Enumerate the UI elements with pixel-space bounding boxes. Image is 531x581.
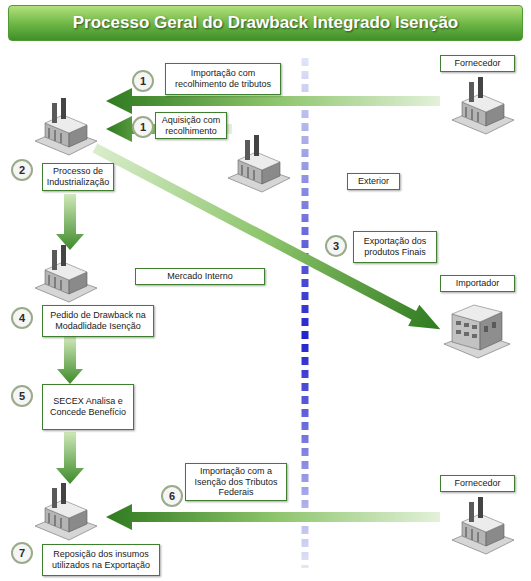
flow-arrow (57, 337, 83, 384)
building-window (472, 334, 477, 338)
process-box: Exterior (347, 173, 400, 190)
building-window (492, 322, 496, 328)
callout-circle (12, 160, 32, 180)
process-box: Importador (440, 275, 515, 292)
box-text: Exportação dos produtos Finais (357, 236, 433, 257)
box-text: Fornecedor (454, 478, 500, 489)
box-text: Fornecedor (454, 58, 500, 69)
box-text: Importador (456, 278, 500, 289)
building-window (464, 332, 469, 336)
process-box: Pedido de Drawback na Modadlidade Isençã… (42, 305, 154, 337)
building-window (464, 323, 469, 327)
process-box: SECEX Analisa e Concede Benefício (42, 384, 134, 430)
callout-number: 5 (12, 386, 32, 406)
callout-number: 2 (12, 160, 32, 180)
supplier-icon (228, 135, 290, 192)
callout-number: 1 (133, 117, 153, 137)
factory-icon (35, 98, 97, 155)
process-box: Reposição dos insumos utilizados na Expo… (42, 544, 160, 576)
supplier-icon (452, 77, 514, 134)
flow-arrow (56, 432, 84, 484)
building-window (472, 325, 477, 329)
flow-arrow (56, 194, 84, 250)
box-text: Exterior (358, 176, 389, 187)
process-box: Fornecedor (440, 55, 515, 72)
callout-circle (326, 236, 346, 256)
process-box: Fornecedor (440, 475, 515, 492)
border-dashed-line (302, 58, 309, 568)
callout-circle (12, 543, 32, 563)
building-window (484, 326, 488, 332)
factory-icon (35, 483, 97, 540)
callout-number: 7 (12, 543, 32, 563)
box-text: Mercado Interno (167, 271, 233, 282)
callout-number: 3 (326, 236, 346, 256)
callout-number: 4 (12, 308, 32, 328)
building-roof (452, 305, 502, 322)
callout-circle (12, 308, 32, 328)
supplier-icon (452, 497, 514, 554)
importer-building (444, 305, 510, 358)
callout-circle (133, 117, 153, 137)
box-text: Pedido de Drawback na Modadlidade Isençã… (46, 310, 150, 331)
box-text: Reposição dos insumos utilizados na Expo… (46, 549, 156, 570)
building-window (456, 321, 461, 325)
process-box: Exportação dos produtos Finais (353, 231, 437, 263)
process-box: Mercado Interno (135, 268, 265, 285)
box-text: Processo de Industrialização (46, 166, 110, 187)
box-text: SECEX Analisa e Concede Benefício (46, 396, 130, 417)
callout-number: 1 (133, 71, 153, 91)
edge-layer (57, 337, 83, 384)
box-text: Importação com recolhimento de tributos (169, 68, 277, 89)
building-window (456, 330, 461, 334)
callout-circle (162, 486, 182, 506)
process-box: Importação com recolhimento de tributos (165, 63, 281, 95)
process-box: Importação com a Isenção dos Tributos Fe… (185, 463, 287, 501)
box-text: Importação com a Isenção dos Tributos Fe… (189, 466, 283, 498)
box-text: Aquisição com recolhimento (159, 115, 223, 136)
callout-circle (133, 71, 153, 91)
title-banner: Processo Geral do Drawback Integrado Ise… (8, 5, 523, 41)
callout-circle (12, 386, 32, 406)
factory-icon (35, 245, 97, 302)
callout-number: 6 (162, 486, 182, 506)
process-box: Processo de Industrialização (42, 163, 114, 191)
import-exempt-arrow (106, 504, 440, 530)
process-box: Aquisição com recolhimento (155, 112, 227, 139)
